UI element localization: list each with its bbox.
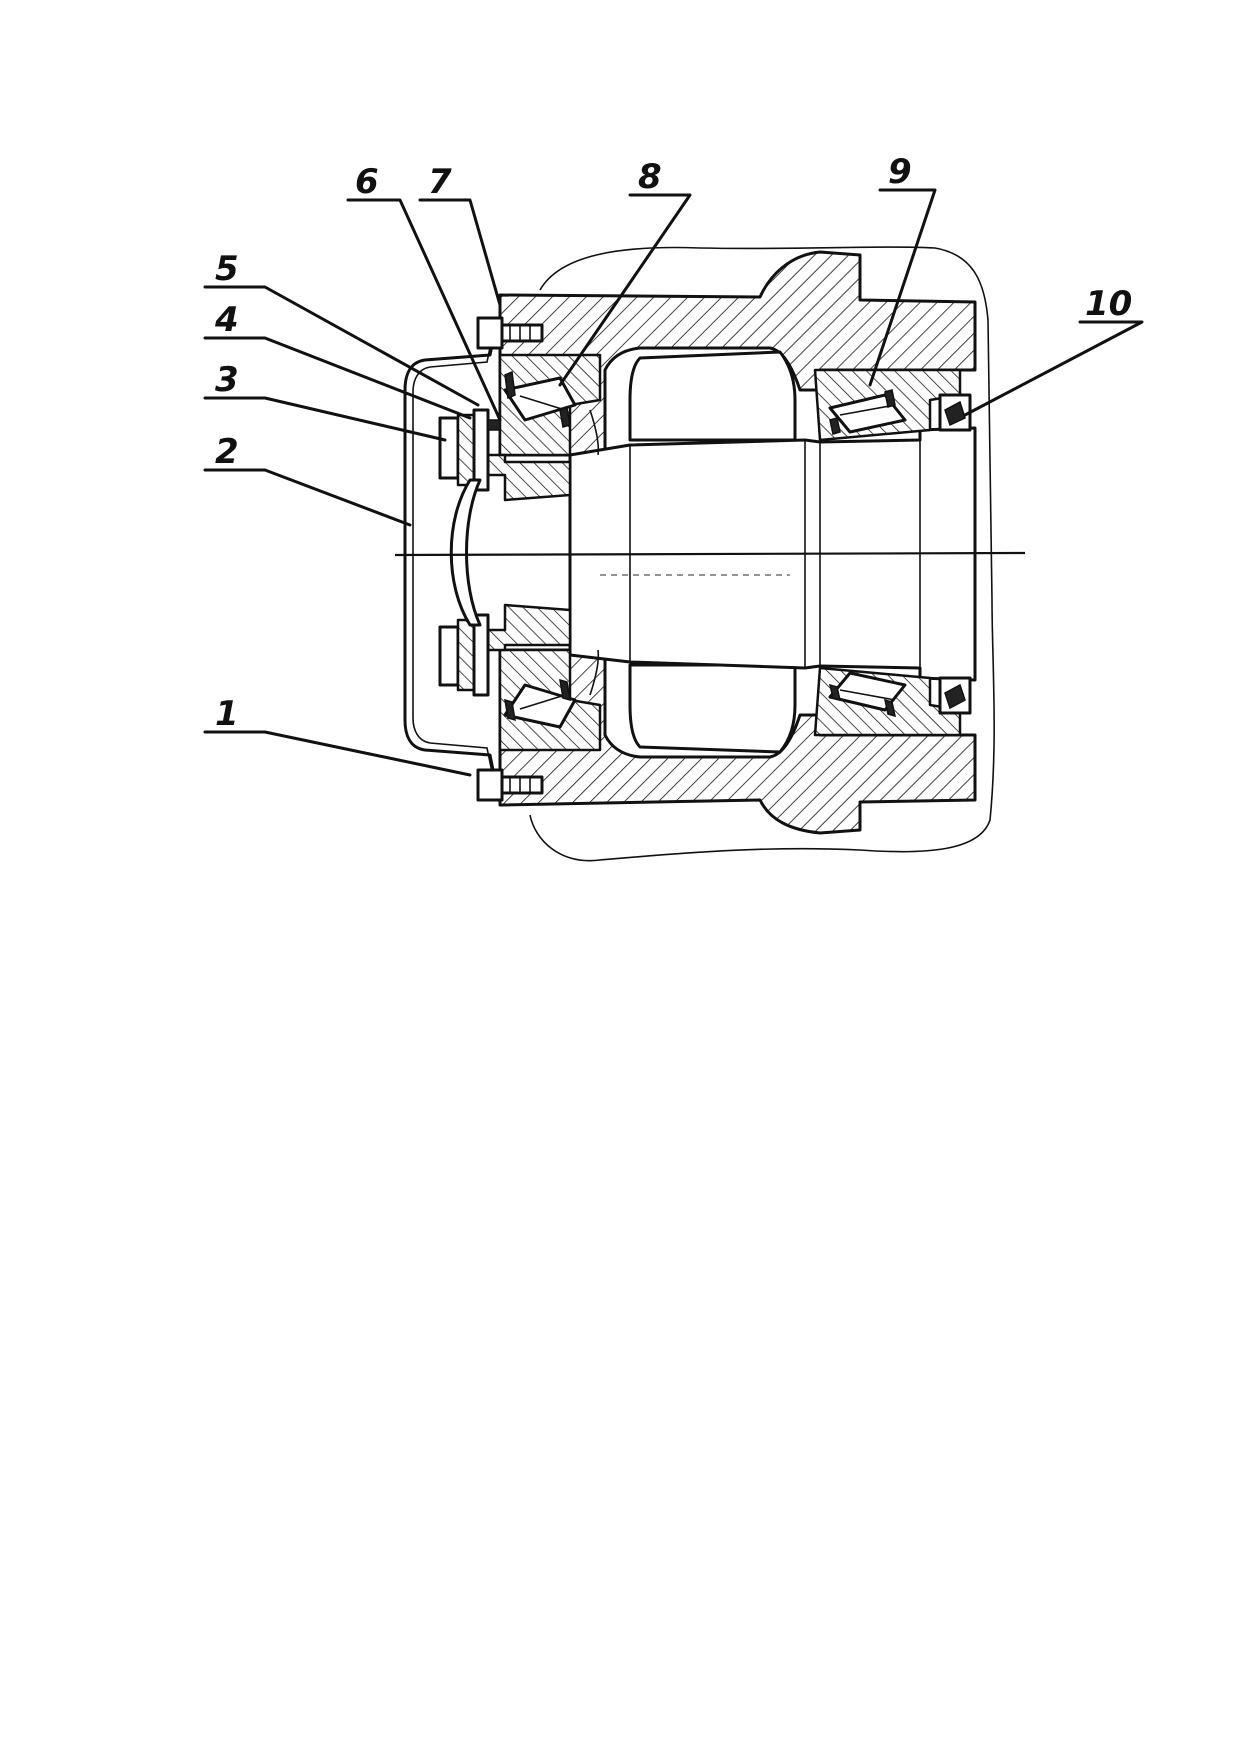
lock-tab [487,419,501,431]
callout-5: 5 [215,249,239,289]
bolt-lower [476,768,544,802]
callout-6: 6 [355,162,379,202]
callout-3: 3 [215,360,239,400]
callout-1: 1 [215,694,239,734]
tapered-roller-bearing-right-upper [828,389,907,435]
casting-outline [529,246,995,862]
housing-cavity-lower [628,663,797,754]
tapered-roller-bearing-left-upper [503,370,600,456]
callout-10: 10 [1085,284,1132,324]
callout-9: 9 [888,152,912,192]
callout-4: 4 [214,300,239,340]
shaft-centerline [394,551,1026,557]
bolt-upper [476,316,544,350]
callout-8: 8 [638,157,662,197]
tapered-roller-bearing-right-lower [828,671,907,718]
spherical-end-plug [449,478,482,627]
housing-cavity-upper [628,350,797,442]
leader-lines [203,188,1144,777]
tapered-roller-bearing-left-lower [503,649,600,729]
housing-upper [498,250,977,457]
housing-lower [498,648,977,835]
lock-washer-stack [438,408,490,697]
callout-7: 7 [428,162,452,202]
callout-2: 2 [215,432,239,472]
